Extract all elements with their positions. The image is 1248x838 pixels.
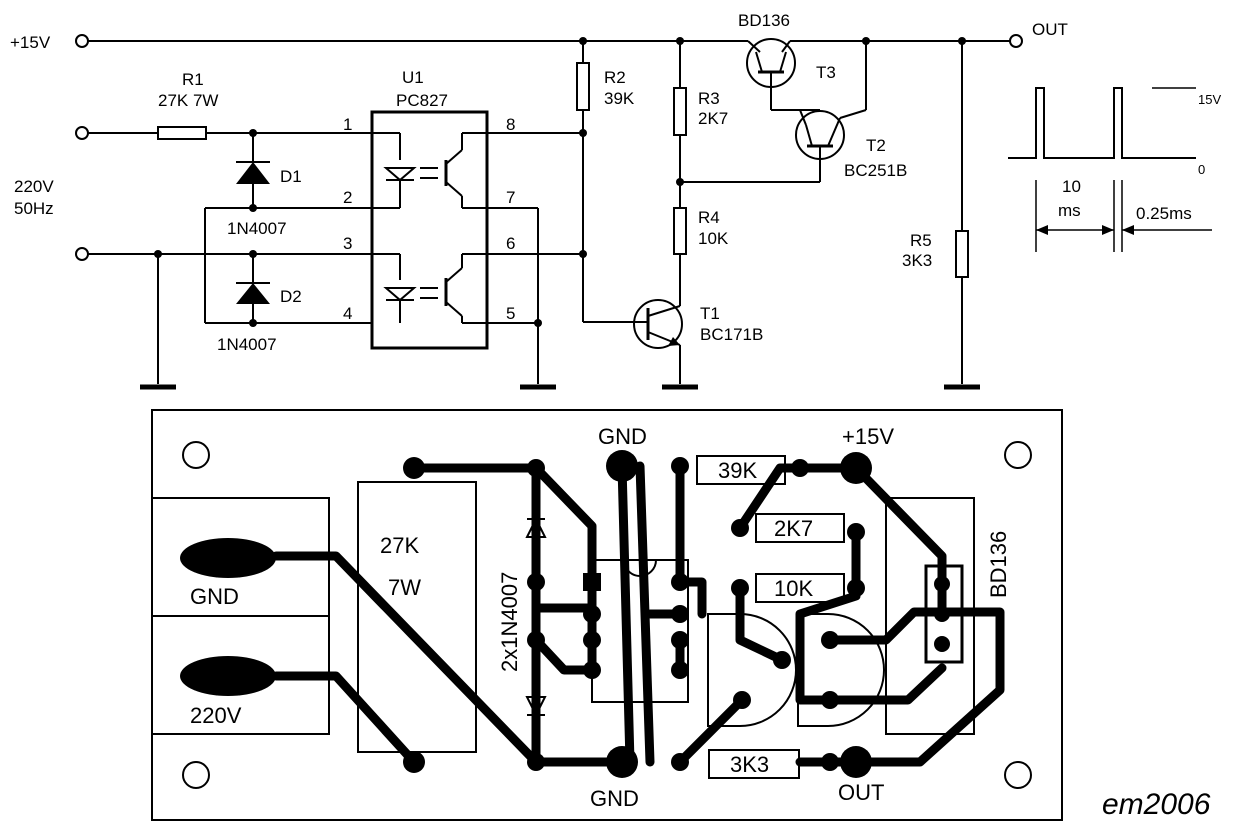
- d2-diode: [236, 283, 270, 304]
- wave-low-label: 0: [1198, 162, 1205, 177]
- mounting-hole: [182, 441, 210, 469]
- pcb-r4-label: 10K: [774, 576, 813, 601]
- r2-value: 39K: [604, 89, 635, 108]
- mains-label-voltage: 220V: [14, 177, 54, 196]
- wave-period-unit: ms: [1058, 201, 1081, 220]
- r4-name: R4: [698, 208, 720, 227]
- pcb-gnd-top-label: GND: [598, 424, 647, 449]
- t1-transistor: [633, 299, 683, 384]
- t2-part: BC251B: [844, 161, 907, 180]
- d1-name: D1: [280, 167, 302, 186]
- wave-period-value: 10: [1062, 177, 1081, 196]
- out-terminal: [1009, 34, 1023, 48]
- pin-5: 5: [506, 304, 515, 323]
- pcb-15v-label: +15V: [842, 424, 894, 449]
- r1-resistor: [157, 126, 207, 140]
- pcb-t2-outline: [797, 613, 885, 727]
- supply-terminal: [75, 34, 89, 48]
- mounting-hole: [1004, 441, 1032, 469]
- t1-part: BC171B: [700, 325, 763, 344]
- mounting-hole: [182, 761, 210, 789]
- d2-name: D2: [280, 287, 302, 306]
- signature: em2006: [1102, 788, 1211, 821]
- pin-2: 2: [343, 188, 352, 207]
- pcb-r3-label: 2K7: [774, 516, 813, 541]
- pcb-traces: [271, 461, 1005, 767]
- wave-high-label: 15V: [1198, 92, 1221, 107]
- mains-label-frequency: 50Hz: [14, 199, 54, 218]
- r3-resistor: [673, 87, 687, 136]
- u1-optocoupler: [370, 110, 489, 350]
- pin-4: 4: [343, 304, 352, 323]
- pin-1: 1: [343, 115, 352, 134]
- t1-name: T1: [700, 304, 720, 323]
- d1-part: 1N4007: [227, 219, 287, 238]
- r2-name: R2: [604, 68, 626, 87]
- pcb-r1-value-1: 27K: [380, 533, 419, 558]
- supply-label: +15V: [10, 33, 51, 52]
- mains-terminal-2: [75, 247, 89, 261]
- pcb-layout: GND 220V 27K 7W 2x1N4007 BD136 39K 2K7 1…: [151, 409, 1063, 821]
- pcb-diodes-label: 2x1N4007: [497, 572, 522, 672]
- out-label: OUT: [1032, 20, 1068, 39]
- u1-name: U1: [402, 68, 424, 87]
- pcb-bd136-label: BD136: [986, 531, 1011, 598]
- mounting-hole: [1004, 761, 1032, 789]
- t2-name: T2: [866, 136, 886, 155]
- r4-value: 10K: [698, 229, 729, 248]
- t2-transistor: [795, 109, 867, 182]
- schematic: +15V OUT 220V 50Hz R1 27K 7W D1 1N4007: [10, 11, 1221, 390]
- d1-diode: [236, 162, 270, 184]
- r5-value: 3K3: [902, 251, 932, 270]
- pin-8: 8: [506, 115, 515, 134]
- pcb-pads: [403, 450, 950, 778]
- d2-part: 1N4007: [217, 335, 277, 354]
- pcb-r1-body: [357, 481, 477, 753]
- pcb-r2-label: 39K: [718, 458, 757, 483]
- pin-7: 7: [506, 188, 515, 207]
- u1-part: PC827: [396, 91, 448, 110]
- pin-3: 3: [343, 234, 352, 253]
- r5-name: R5: [910, 231, 932, 250]
- mains-terminal-1: [75, 126, 89, 140]
- output-waveform: [1008, 87, 1212, 252]
- pcb-gnd-left-label: GND: [190, 584, 239, 609]
- u1-channel-1: [372, 132, 487, 209]
- r4-resistor: [673, 207, 687, 255]
- pcb-r1-value-2: 7W: [388, 575, 421, 600]
- r5-resistor: [955, 230, 969, 278]
- t3-name: T3: [816, 63, 836, 82]
- wave-pulse-width: 0.25ms: [1136, 204, 1192, 223]
- u1-channel-2: [372, 253, 487, 324]
- r1-name: R1: [182, 70, 204, 89]
- pcb-220v-label: 220V: [190, 703, 242, 728]
- r1-value: 27K 7W: [158, 91, 218, 110]
- r3-value: 2K7: [698, 109, 728, 128]
- pcb-out-label: OUT: [838, 780, 884, 805]
- t3-transistor: [746, 38, 820, 111]
- pcb-r5-label: 3K3: [730, 752, 769, 777]
- r2-resistor: [576, 62, 590, 111]
- r3-name: R3: [698, 89, 720, 108]
- pcb-r4: [755, 573, 845, 603]
- pcb-gnd-bottom-label: GND: [590, 786, 639, 811]
- pcb-t1-outline: [707, 613, 797, 727]
- pin-6: 6: [506, 234, 515, 253]
- t3-part: BD136: [738, 11, 790, 30]
- pcb-r3: [755, 513, 845, 543]
